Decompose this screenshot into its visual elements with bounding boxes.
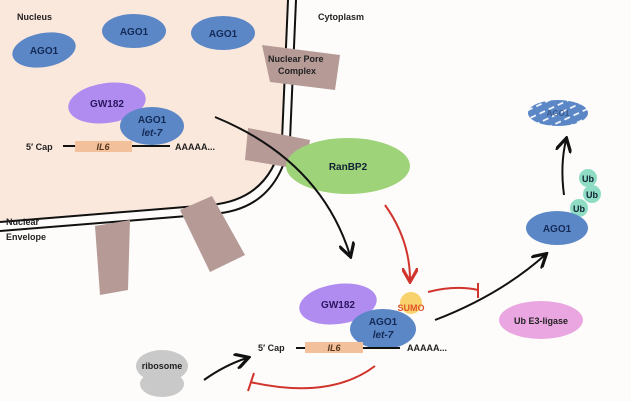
ranbp2-protein: RanBP2 xyxy=(286,138,410,194)
svg-text:AGO1: AGO1 xyxy=(30,46,59,57)
inhibition-degradation xyxy=(427,283,479,298)
mrna-cytoplasmic: IL6 5′ Cap AAAAA... xyxy=(258,342,447,353)
svg-text:AGO1: AGO1 xyxy=(138,115,167,126)
ago1-ubiquitinated: AGO1 xyxy=(526,211,588,245)
svg-text:AAAAA...: AAAAA... xyxy=(175,142,215,152)
ago1-let7-complex: AGO1 let-7 xyxy=(350,309,416,349)
sumoylation-arrow xyxy=(384,204,410,280)
svg-text:AGO1: AGO1 xyxy=(209,29,238,40)
svg-text:GW182: GW182 xyxy=(321,300,355,311)
ago1-protein: AGO1 xyxy=(12,32,76,68)
ribosome: ribosome xyxy=(136,350,188,397)
svg-text:Ub: Ub xyxy=(582,174,594,184)
inhibition-translation xyxy=(247,365,376,392)
ub-e3-ligase: Ub E3-ligase xyxy=(499,301,583,339)
nucleus-label: Nucleus xyxy=(17,12,52,22)
svg-text:IL6: IL6 xyxy=(96,142,110,152)
gw182-protein: GW182 xyxy=(68,82,146,124)
nuclear-pore-complex xyxy=(262,45,340,90)
export-arrow xyxy=(214,116,350,255)
svg-text:ribosome: ribosome xyxy=(142,361,183,371)
gw182-protein: GW182 xyxy=(299,283,377,325)
degradation-arrow xyxy=(562,140,566,196)
ago1-protein: AGO1 xyxy=(191,16,255,50)
export-to-degradation-arrow xyxy=(434,255,545,321)
ago1-let7-complex: AGO1 let-7 xyxy=(120,107,184,145)
svg-text:GW182: GW182 xyxy=(90,99,124,110)
svg-text:Ub: Ub xyxy=(573,204,585,214)
svg-text:AAAAA...: AAAAA... xyxy=(407,343,447,353)
nuclear-pore-label: Nuclear Pore xyxy=(268,54,324,64)
nuclear-pore-label: Complex xyxy=(278,66,316,76)
svg-text:let-7: let-7 xyxy=(373,330,394,341)
svg-text:SUMO: SUMO xyxy=(398,303,425,313)
svg-text:Ub E3-ligase: Ub E3-ligase xyxy=(514,316,568,326)
svg-text:IL6: IL6 xyxy=(327,343,341,353)
svg-text:5′ Cap: 5′ Cap xyxy=(258,343,285,353)
svg-text:Ub: Ub xyxy=(586,190,598,200)
ago1-protein: AGO1 xyxy=(102,14,166,48)
sumo-tag: SUMO xyxy=(398,292,425,314)
cytoplasm-label: Cytoplasm xyxy=(318,12,364,22)
svg-text:let-7: let-7 xyxy=(142,128,163,139)
svg-text:5′ Cap: 5′ Cap xyxy=(26,142,53,152)
ub-chain: Ub Ub Ub xyxy=(570,169,601,217)
ribosome-arrow xyxy=(203,358,247,381)
svg-text:AGO1: AGO1 xyxy=(547,109,570,118)
mrna-nuclear: IL6 5′ Cap AAAAA... xyxy=(26,141,215,152)
nuclear-envelope-label: Nuclear xyxy=(6,217,40,227)
svg-text:AGO1: AGO1 xyxy=(543,224,572,235)
nuclear-envelope-label: Envelope xyxy=(6,232,46,242)
svg-text:RanBP2: RanBP2 xyxy=(329,162,368,173)
degraded-ago1: AGO1 xyxy=(528,100,588,126)
nuclear-pore xyxy=(180,196,245,272)
nuclear-pore xyxy=(95,220,130,295)
svg-text:AGO1: AGO1 xyxy=(120,27,149,38)
svg-text:AGO1: AGO1 xyxy=(369,317,398,328)
